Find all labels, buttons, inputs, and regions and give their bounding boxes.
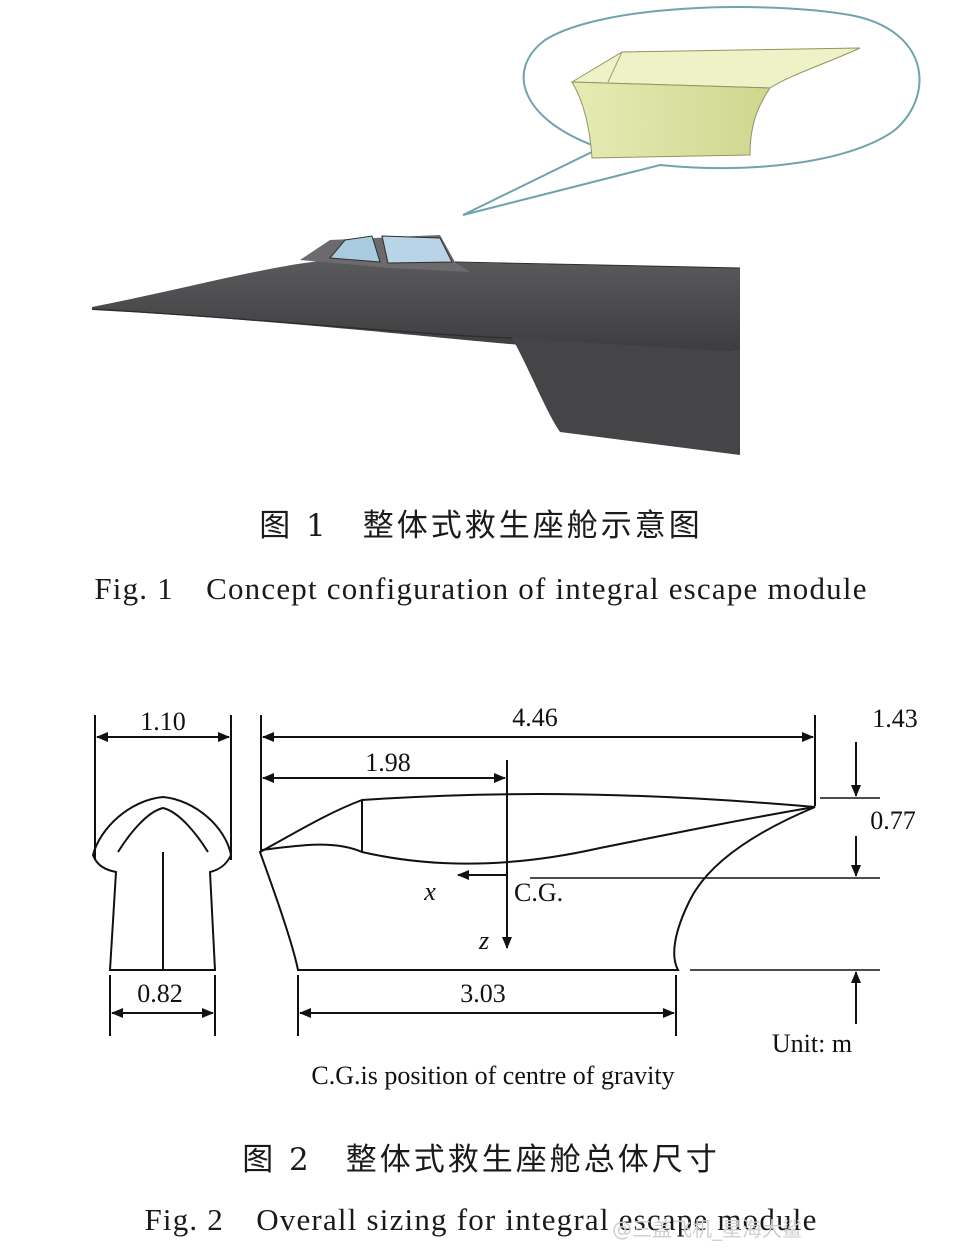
fig2-drawing <box>91 715 880 1036</box>
fig1-caption-cn: 图 1 整体式救生座舱示意图 <box>259 508 703 544</box>
dim-top-height: 1.43 <box>872 704 918 733</box>
dimension-lines <box>96 732 861 1024</box>
dim-overall-length: 4.46 <box>512 703 558 732</box>
fig2-labels: 1.10 0.82 4.46 1.98 3.03 1.43 0.77 x z C… <box>137 703 918 1090</box>
side-view <box>258 715 880 1036</box>
dim-bottom-width: 0.82 <box>137 979 183 1008</box>
cg-label: C.G. <box>514 878 563 907</box>
watermark: @三盖飞机_星海大鲨 <box>612 1217 802 1241</box>
front-view <box>91 715 233 1036</box>
axis-z-label: z <box>478 926 489 955</box>
cg-note: C.G.is position of centre of gravity <box>311 1061 674 1090</box>
fig2-caption-en: Fig. 2 Overall sizing for integral escap… <box>144 1202 818 1237</box>
fig1-illustration <box>91 6 921 455</box>
dim-top-width: 1.10 <box>140 707 186 736</box>
fig2-caption-cn: 图 2 整体式救生座舱总体尺寸 <box>242 1142 720 1178</box>
dim-cg-height: 0.77 <box>870 806 916 835</box>
dim-cg-station: 1.98 <box>365 748 411 777</box>
unit-label: Unit: m <box>772 1029 852 1058</box>
aircraft-forebody <box>91 235 741 455</box>
escape-module-3d <box>570 47 861 159</box>
fig1-caption-en: Fig. 1 Concept configuration of integral… <box>94 571 868 606</box>
dim-base-length: 3.03 <box>460 979 506 1008</box>
axis-x-label: x <box>423 877 436 906</box>
